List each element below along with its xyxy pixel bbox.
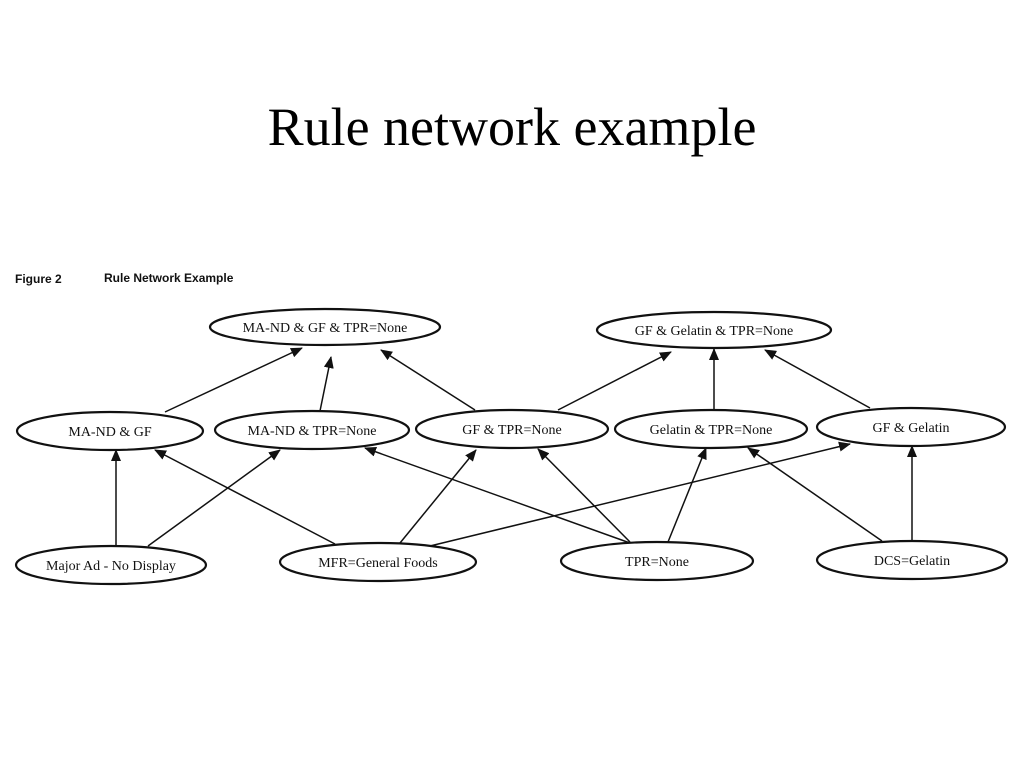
node-label: GF & TPR=None [462,423,561,438]
edge-n9-n5 [399,449,477,544]
slide-title: Rule network example [267,97,757,157]
node-n9: MFR=General Foods [278,541,478,583]
node-ellipse [559,540,755,582]
node-label: GF & Gelatin [873,421,950,436]
node-ellipse [14,544,208,586]
node-n11: DCS=Gelatin [815,539,1009,581]
figure-caption: Rule Network Example [104,271,234,285]
node-n6: Gelatin & TPR=None [613,408,809,450]
node-label: MA-ND & GF & TPR=None [243,321,408,336]
node-ellipse [613,408,809,450]
node-label: MFR=General Foods [318,556,438,571]
node-ellipse [595,310,833,350]
edge-n11-n6 [747,447,883,542]
node-ellipse [15,410,205,452]
node-label: Major Ad - No Display [46,559,176,574]
edge-n5-n2 [557,351,672,411]
node-ellipse [213,409,411,451]
edge-n9-n3 [154,449,336,545]
edge-n8-n4 [147,449,281,547]
node-ellipse [414,408,610,450]
node-n8: Major Ad - No Display [14,544,208,586]
edge-n7-n2 [764,349,871,409]
node-n7: GF & Gelatin [815,406,1007,448]
node-n4: MA-ND & TPR=None [213,409,411,451]
node-n2: GF & Gelatin & TPR=None [595,310,833,350]
figure-label: Figure 2 [15,272,62,286]
edge-n10-n5 [537,448,631,543]
node-label: GF & Gelatin & TPR=None [635,324,794,339]
edge-n10-n6 [667,447,707,543]
node-ellipse [278,541,478,583]
node-label: TPR=None [625,555,689,570]
node-n1: MA-ND & GF & TPR=None [208,307,442,347]
edge-n9-n7 [429,441,851,547]
edge-n3-n1 [164,347,303,413]
node-label: Gelatin & TPR=None [650,423,773,438]
node-label: DCS=Gelatin [874,554,950,569]
edge-n4-n1 [319,356,334,412]
node-label: MA-ND & GF [68,425,151,440]
node-ellipse [815,406,1007,448]
node-label: MA-ND & TPR=None [248,424,377,439]
node-n10: TPR=None [559,540,755,582]
node-ellipse [208,307,442,347]
node-n3: MA-ND & GF [15,410,205,452]
node-n5: GF & TPR=None [414,408,610,450]
edge-n10-n4 [364,447,631,544]
nodes-layer: MA-ND & GF & TPR=None GF & Gelatin & TPR=… [14,307,1009,586]
edges-layer [111,347,917,547]
node-ellipse [815,539,1009,581]
edge-n5-n1 [380,349,476,411]
